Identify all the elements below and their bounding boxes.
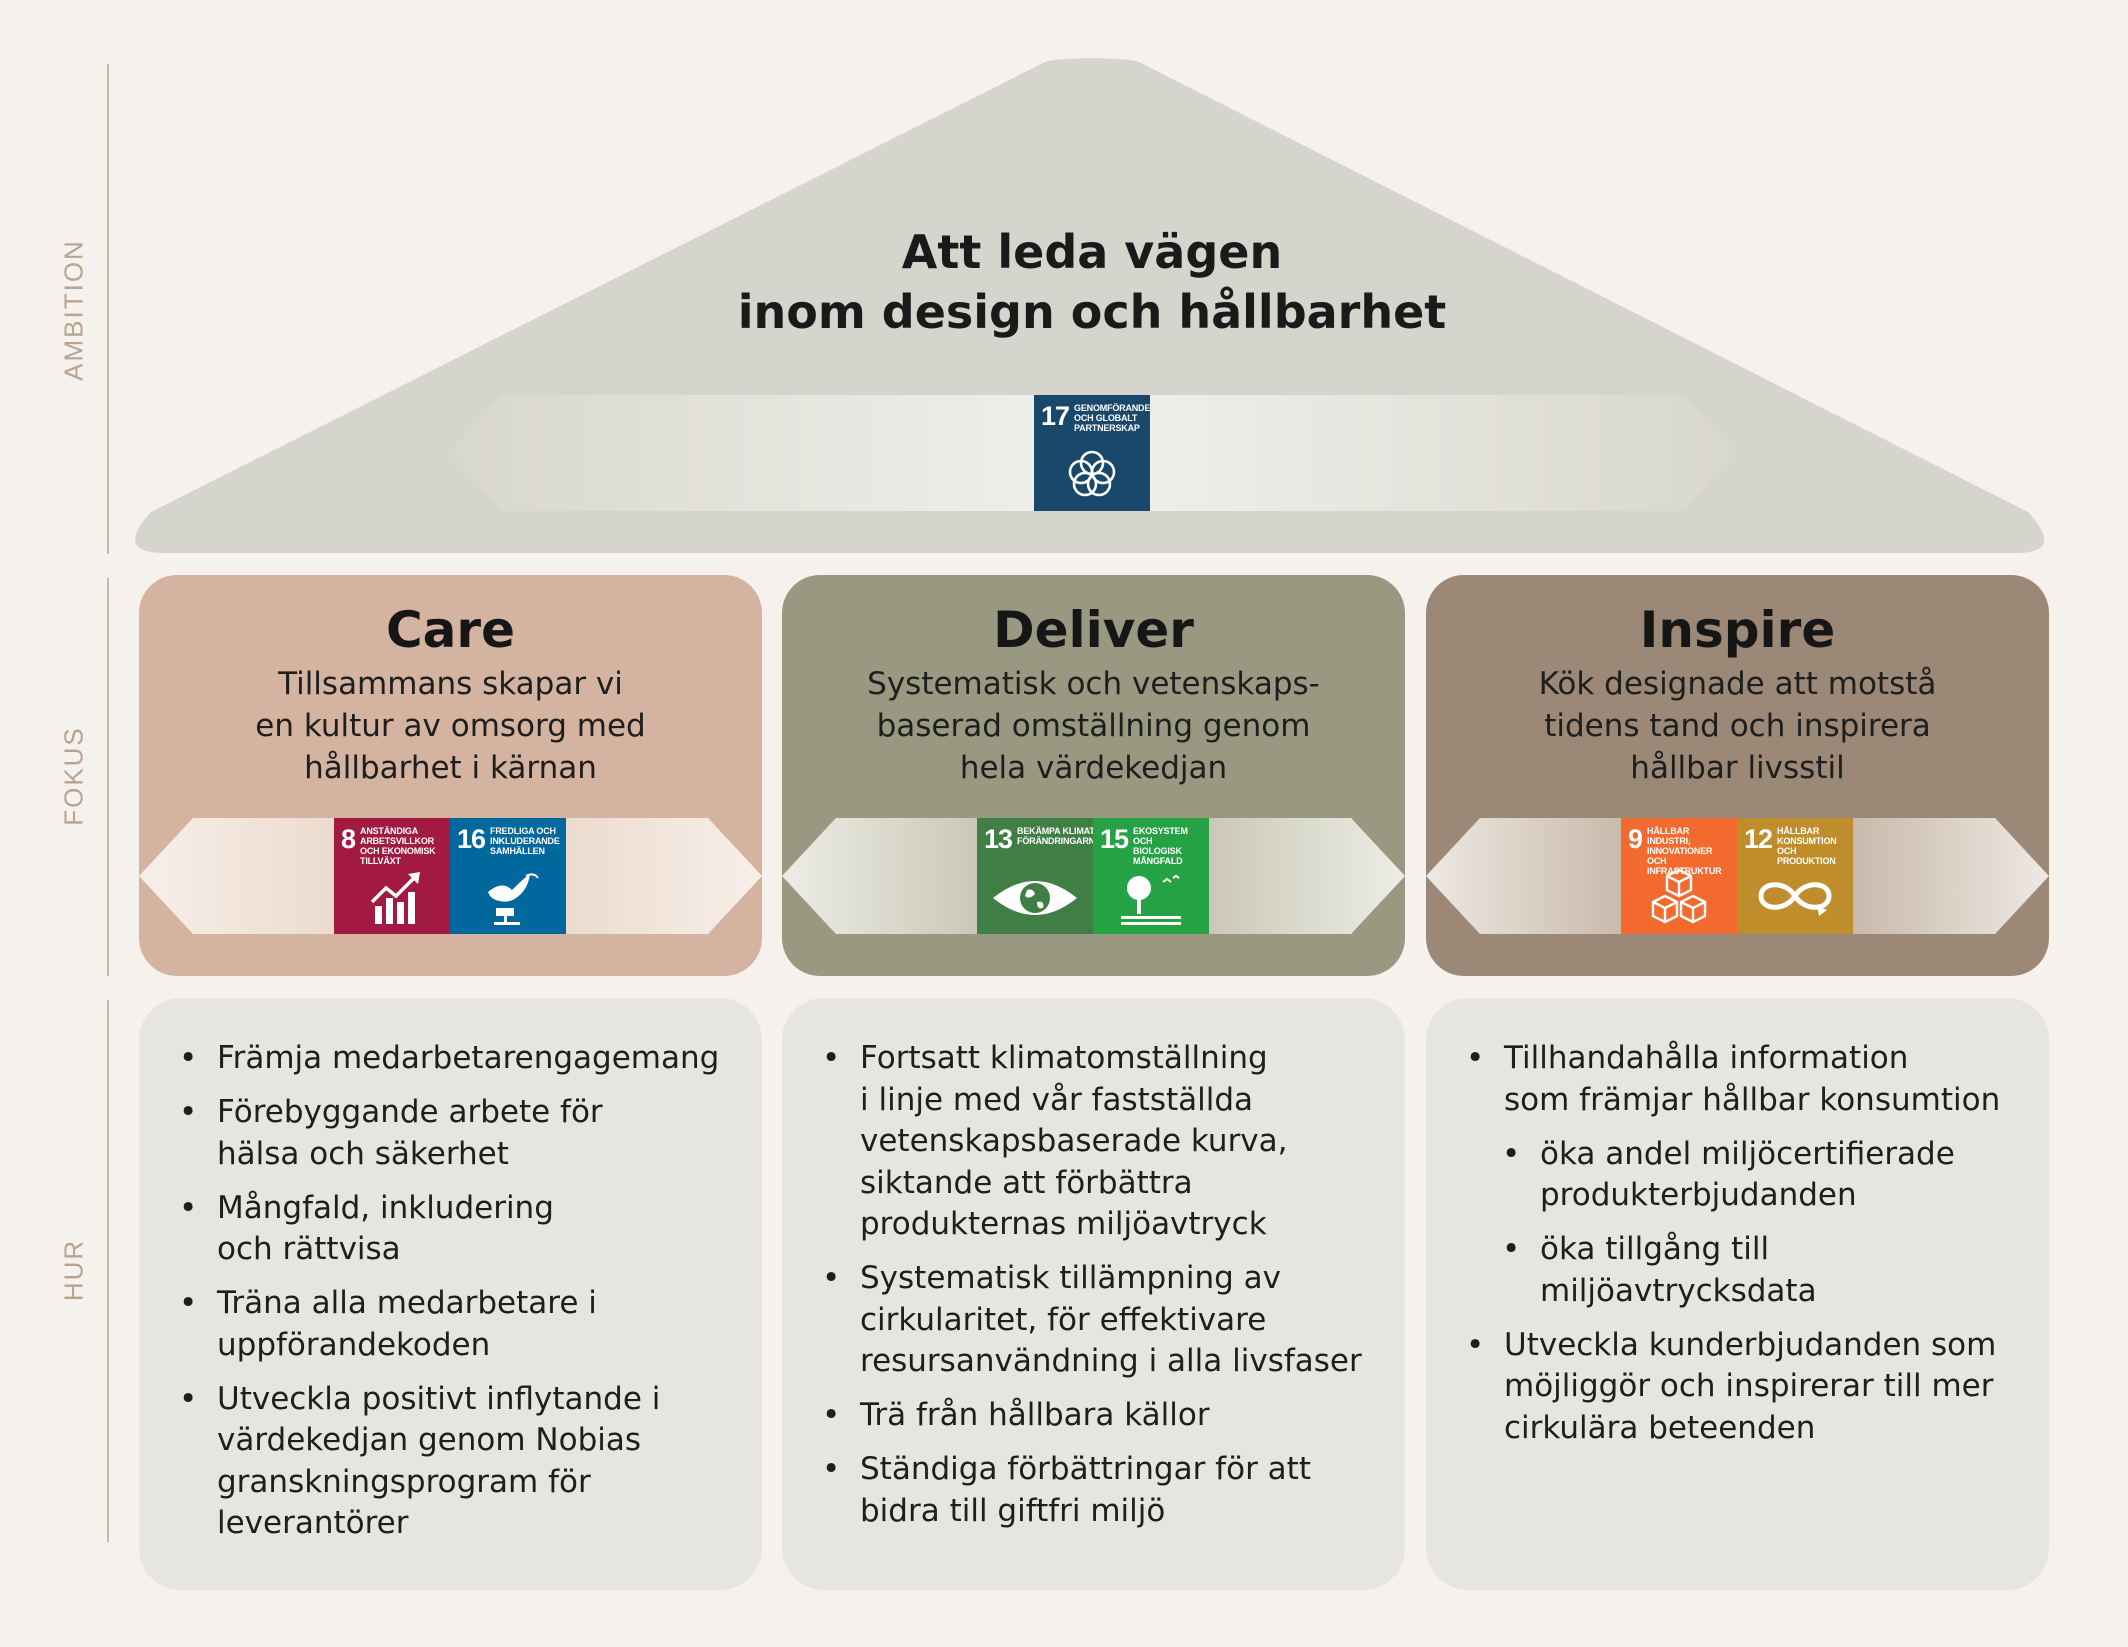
sdg-number: 9: [1628, 824, 1643, 854]
sdg-number: 12: [1744, 824, 1773, 854]
divider-ambition: [107, 64, 109, 554]
focus-subtitle: Kök designade att motstå tidens tand och…: [1538, 666, 1937, 786]
infinity-icon: [1758, 882, 1832, 916]
focus-subtitle: Systematisk och vetenskaps- baserad omst…: [867, 666, 1320, 786]
sdg-number: 16: [457, 824, 486, 854]
focus-title: Deliver: [993, 601, 1194, 659]
sdg-title: FREDLIGA OCH INKLUDERANDE SAMHÄLLEN: [490, 826, 560, 856]
list-item: Systematisk tillämpning avcirkularitet, …: [822, 1258, 1362, 1383]
divider-fokus: [107, 578, 109, 976]
focus-card-inspire: Inspire Kök designade att motstå tidens …: [1426, 575, 2049, 976]
earth-eye-icon: [993, 881, 1077, 915]
tree-birds-icon: [1121, 874, 1181, 925]
side-label-hur: HUR: [58, 1238, 89, 1302]
cubes-icon: [1651, 868, 1707, 924]
divider-hur: [107, 1000, 109, 1542]
sdg-title: EKOSYSTEM OCH BIOLOGISK MÅNGFALD: [1133, 826, 1188, 866]
ambition-title: Att leda vägen inom design och hållbarhe…: [737, 225, 1447, 339]
sdg-goal-17: 17 GENOMFÖRANDE OCH GLOBALT PARTNERSKAP: [1034, 395, 1150, 511]
growth-chart-icon: [370, 872, 420, 924]
list-item: Trä från hållbara källor: [822, 1395, 1362, 1437]
sdg-title: HÅLLBAR KONSUMTION OCH PRODUKTION: [1777, 826, 1837, 866]
side-label-fokus: FOKUS: [58, 726, 89, 826]
list-subitem: öka andel miljöcertifieradeprodukterbjud…: [1502, 1134, 2000, 1217]
sdg-title: HÅLLBAR INDUSTRI, INNOVATIONER OCH INFRA…: [1647, 826, 1722, 876]
focus-card-care: Care Tillsammans skapar vi en kultur av …: [139, 575, 762, 976]
focus-title: Care: [385, 601, 515, 659]
focus-card-deliver: Deliver Systematisk och vetenskaps- base…: [782, 575, 1405, 976]
how-card-care: Främja medarbetarengagemang Förebyggande…: [139, 998, 762, 1590]
sdg-title: ANSTÄNDIGA ARBETSVILLKOR OCH EKONOMISK T…: [360, 826, 436, 866]
sdg-title: BEKÄMPA KLIMAT-FÖRÄNDRINGARNA: [1017, 826, 1093, 846]
sdg-number: 17: [1041, 401, 1070, 431]
focus-subtitle: Tillsammans skapar vi en kultur av omsor…: [255, 666, 646, 786]
sdg-title: GENOMFÖRANDE OCH GLOBALT PARTNERSKAP: [1074, 403, 1150, 433]
partnership-rings-icon: [1068, 450, 1116, 497]
list-item: Utveckla positivt inflytande ivärdekedja…: [179, 1379, 719, 1545]
focus-title: Inspire: [1639, 601, 1836, 659]
dove-gavel-icon: [488, 873, 539, 925]
how-list: Främja medarbetarengagemang Förebyggande…: [179, 1038, 719, 1557]
sdg-number: 15: [1100, 824, 1129, 854]
list-item: Främja medarbetarengagemang: [179, 1038, 719, 1080]
sdg-number: 13: [984, 824, 1013, 854]
sdg-number: 8: [341, 824, 356, 854]
